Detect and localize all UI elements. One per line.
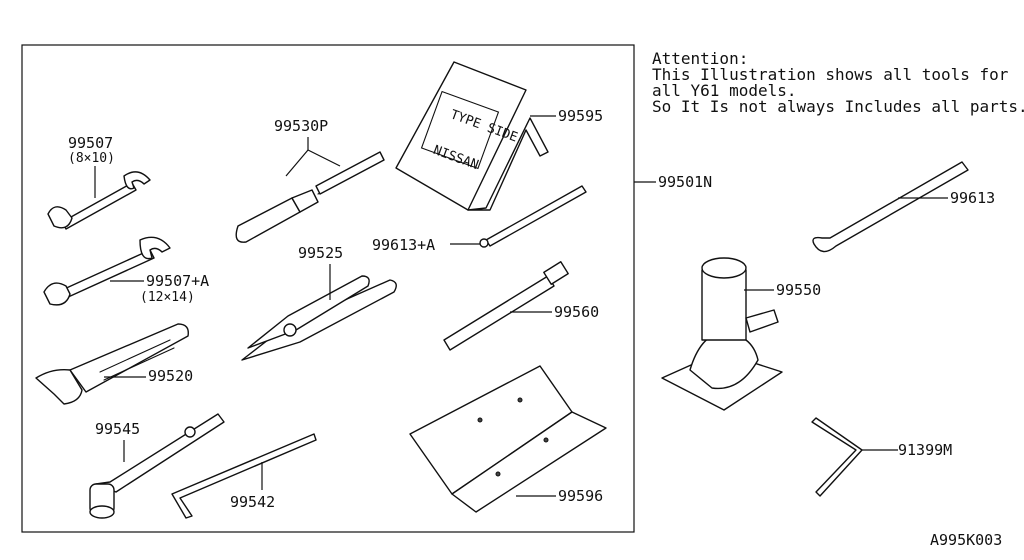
label-99507a: 99507+A bbox=[146, 272, 209, 290]
label-99501n: 99501N bbox=[658, 173, 712, 191]
label-99550: 99550 bbox=[776, 281, 821, 299]
attention-line-4: So It Is not always Includes all parts. bbox=[652, 97, 1024, 116]
l-hook-91399m-drawing bbox=[811, 417, 863, 497]
attention-line-2: This Illustration shows all tools for bbox=[652, 65, 1009, 84]
label-99507-size: (8×10) bbox=[68, 151, 115, 166]
label-99613a: 99613+A bbox=[372, 236, 435, 254]
label-99542: 99542 bbox=[230, 493, 275, 511]
tool-bag-99596-drawing bbox=[409, 365, 607, 513]
label-99595: 99595 bbox=[558, 107, 603, 125]
attention-line-1: Attention: bbox=[652, 49, 748, 68]
hex-bar-99542-drawing bbox=[171, 433, 317, 519]
wrench-99507-drawing bbox=[47, 171, 151, 230]
adjustable-wrench-99520-drawing bbox=[35, 323, 189, 405]
jack-99550-drawing bbox=[661, 257, 783, 411]
diagram-id: A995K003 bbox=[930, 531, 1002, 549]
screwdriver-99530p-drawing bbox=[235, 151, 385, 243]
label-99545: 99545 bbox=[95, 420, 140, 438]
wheel-nut-wrench-99545-drawing bbox=[89, 413, 225, 519]
label-99613: 99613 bbox=[950, 189, 995, 207]
tool-kit-frame bbox=[21, 44, 635, 533]
label-91399m: 91399M bbox=[898, 441, 952, 459]
label-99520: 99520 bbox=[148, 367, 193, 385]
jack-handle-99560-drawing bbox=[443, 261, 569, 351]
label-99596: 99596 bbox=[558, 487, 603, 505]
label-99525: 99525 bbox=[298, 244, 343, 262]
label-99507: 99507 bbox=[68, 134, 113, 152]
wheel-chock-99595-drawing: TYPE SIDE NISSAN bbox=[395, 61, 549, 211]
pliers-99525-drawing bbox=[241, 275, 397, 361]
label-99530p: 99530P bbox=[274, 117, 328, 135]
label-99560: 99560 bbox=[554, 303, 599, 321]
label-99507a-size: (12×14) bbox=[140, 290, 195, 305]
wrench-99507a-drawing bbox=[43, 236, 171, 306]
rod-99613a-drawing bbox=[479, 185, 587, 248]
attention-line-3: all Y61 models. bbox=[652, 81, 797, 100]
jack-rod-99613-drawing bbox=[812, 161, 969, 253]
